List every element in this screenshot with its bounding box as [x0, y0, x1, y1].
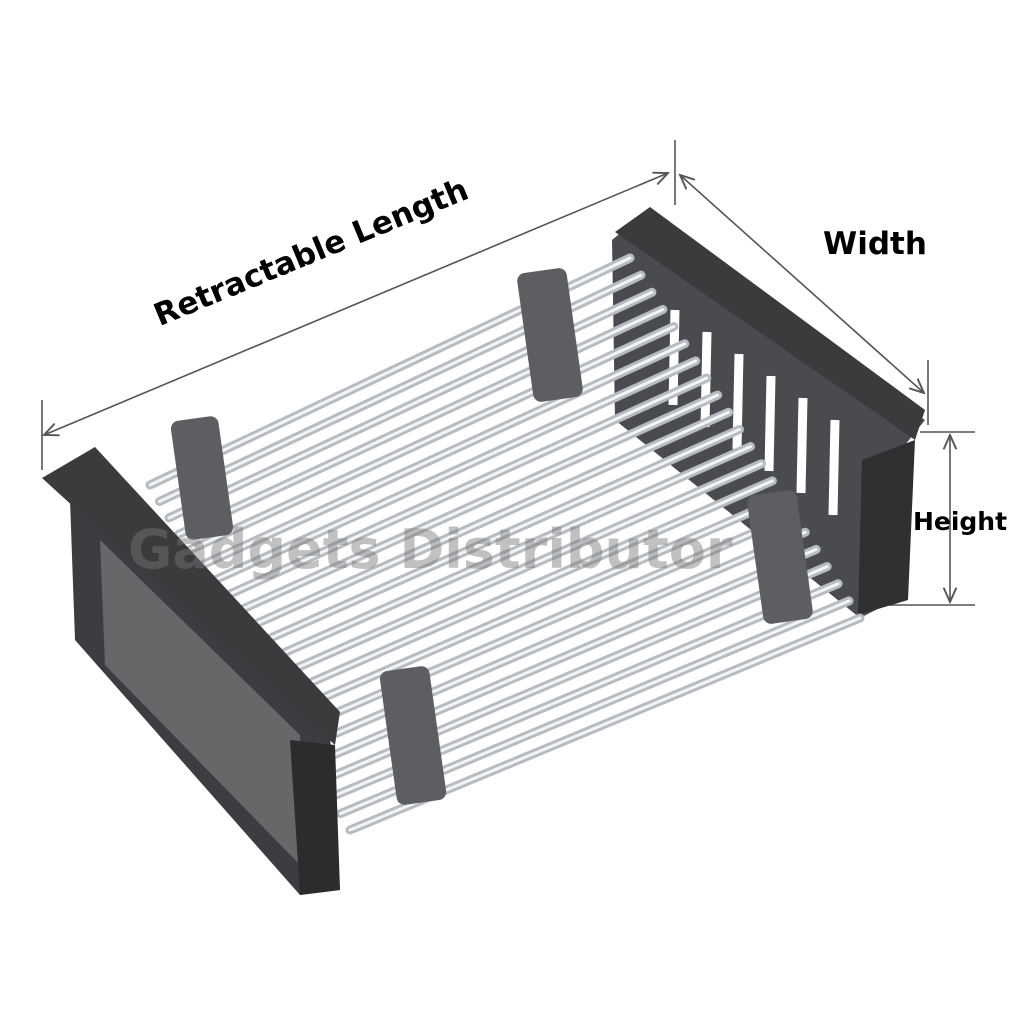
rod	[253, 445, 752, 668]
rod	[224, 393, 720, 618]
rod	[281, 496, 785, 717]
rod	[205, 359, 698, 586]
frame-slot	[828, 419, 840, 516]
rod	[186, 325, 676, 553]
rod	[272, 479, 774, 701]
rod	[234, 410, 731, 635]
height-dimension	[888, 431, 975, 606]
rod	[196, 342, 687, 569]
stainless-rods	[145, 253, 865, 835]
rod	[243, 427, 742, 651]
watermark: Gadgets Distributor	[128, 518, 733, 581]
width-label: Width	[823, 226, 927, 262]
rod	[291, 513, 796, 733]
rod	[215, 376, 709, 602]
width-dimension	[680, 175, 929, 425]
height-label: Height	[913, 507, 1007, 536]
length-dimension	[41, 140, 676, 470]
rod	[167, 290, 654, 520]
frame-slot	[796, 397, 808, 494]
left-end-frame	[42, 447, 340, 895]
frame-slot	[764, 375, 776, 472]
length-label: Retractable Length	[149, 172, 474, 334]
rod-clips	[170, 268, 813, 805]
rod	[262, 462, 763, 684]
rod	[177, 307, 665, 536]
